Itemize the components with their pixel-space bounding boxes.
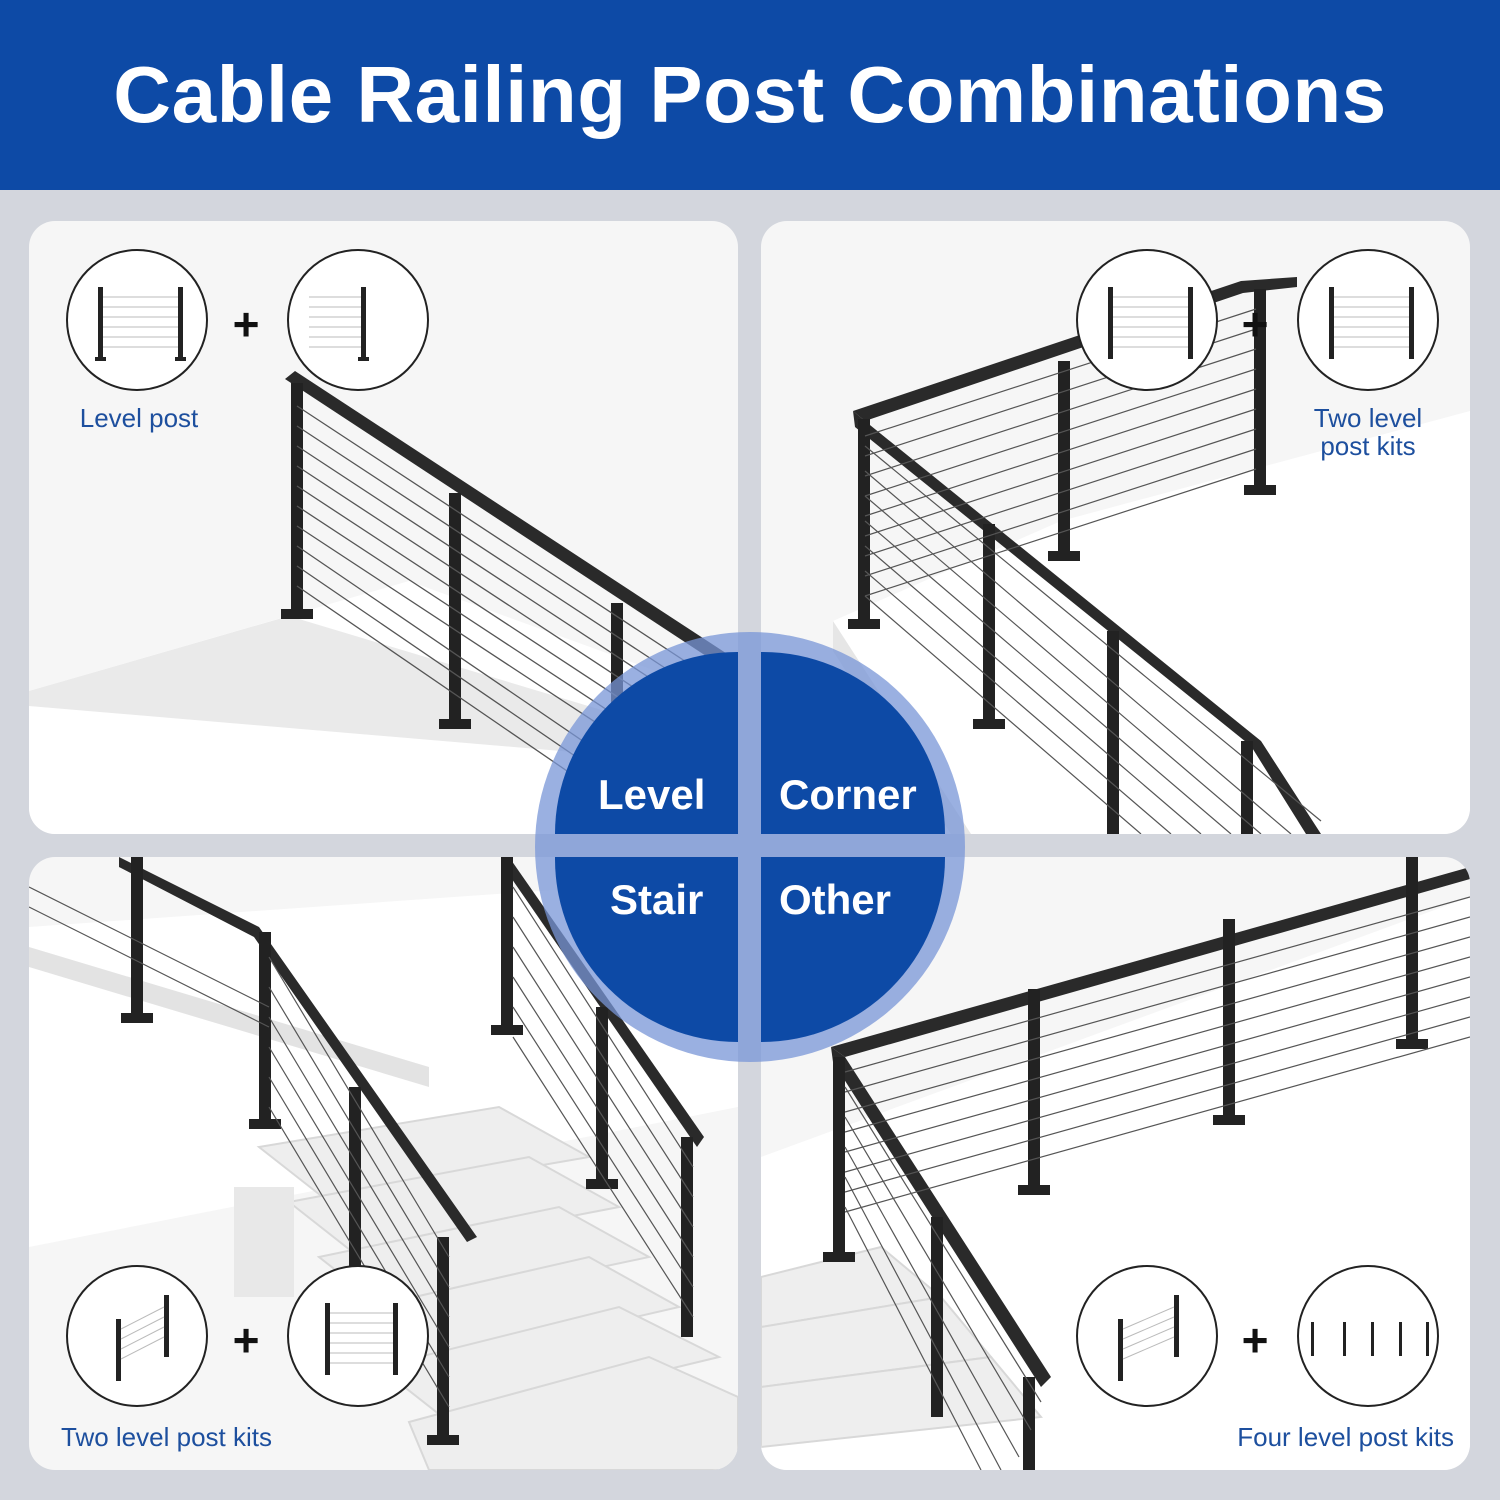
corner-kit-label: Two level post kits xyxy=(1288,404,1448,460)
page-title: Cable Railing Post Combinations xyxy=(113,50,1387,139)
stair-post-kit-icon-other xyxy=(1076,1265,1218,1407)
badge-label-level: Level xyxy=(598,771,706,818)
plus-sign: + xyxy=(232,298,260,350)
panel-stair: + Two level post kits xyxy=(29,857,738,1470)
corner-kit-label-line1: Two level xyxy=(1313,403,1423,433)
stair-railing-illustration xyxy=(29,857,738,1470)
stair-kit-label: Two level post kits xyxy=(61,1422,272,1452)
badge-label-other: Other xyxy=(779,876,892,923)
level-post-kit-icon-stair xyxy=(287,1265,429,1407)
plus-sign: + xyxy=(1241,298,1269,350)
badge-label-corner: Corner xyxy=(779,771,917,818)
level-post-kit-icon xyxy=(66,249,208,391)
badge-quadrant-level[interactable]: Level xyxy=(555,652,738,834)
plus-sign: + xyxy=(1241,1314,1269,1366)
other-railing-illustration xyxy=(761,857,1470,1470)
level-post-kit-icon-a xyxy=(1076,249,1218,391)
level-post-kit-icon-b xyxy=(1297,249,1439,391)
four-post-kit-icon xyxy=(1297,1265,1439,1407)
corner-kit-label-line2: post kits xyxy=(1320,431,1416,461)
title-banner: Cable Railing Post Combinations xyxy=(0,0,1500,190)
level-kit-label: Level post xyxy=(79,403,199,433)
combination-badge xyxy=(535,632,965,1062)
badge-label-stair: Stair xyxy=(610,876,704,923)
stair-post-kit-icon xyxy=(66,1265,208,1407)
other-kit-label: Four level post kits xyxy=(1237,1422,1454,1452)
plus-sign: + xyxy=(232,1314,260,1366)
end-post-icon xyxy=(287,249,429,391)
